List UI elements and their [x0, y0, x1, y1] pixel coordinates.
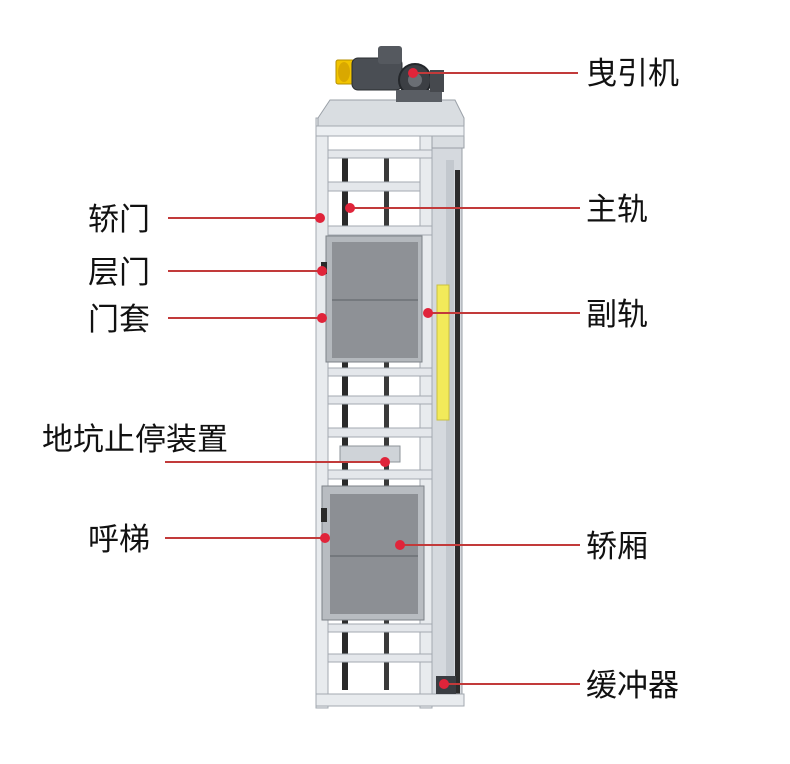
- dot-landing-door: [317, 266, 327, 276]
- crossbar-8: [327, 653, 433, 663]
- label-traction-machine: 曳引机: [586, 56, 679, 92]
- crossbar-5: [327, 427, 433, 438]
- label-aux-rail: 副轨: [586, 297, 648, 333]
- pit-stop-bracket: [339, 445, 401, 463]
- label-call-ladder: 呼梯: [88, 522, 150, 558]
- elevator-illustration: [315, 46, 465, 709]
- dot-call-ladder: [320, 533, 330, 543]
- crossbar-1: [327, 181, 421, 192]
- crossbar-4: [327, 395, 433, 405]
- dot-main-rail: [345, 203, 355, 213]
- dot-traction-machine: [408, 68, 418, 78]
- main-rail-left: [342, 150, 348, 690]
- frame-back-column-inner: [446, 160, 454, 690]
- label-door-frame: 门套: [88, 302, 150, 338]
- dot-pit-stop-device: [380, 457, 390, 467]
- dot-aux-rail: [423, 308, 433, 318]
- top-platform: [317, 99, 465, 149]
- label-car: 轿厢: [586, 529, 648, 565]
- car-panel: [330, 494, 418, 614]
- yellow-strip: [436, 284, 450, 421]
- label-landing-door: 层门: [88, 255, 150, 291]
- marker-dots: [315, 68, 449, 689]
- dot-door-frame: [317, 313, 327, 323]
- crossbar-7: [327, 623, 433, 633]
- crossbar-2: [327, 225, 433, 236]
- label-buffer: 缓冲器: [586, 668, 679, 704]
- top-beam: [315, 125, 465, 137]
- label-main-rail: 主轨: [586, 192, 648, 228]
- leader-lines: [165, 72, 580, 685]
- aux-rail: [455, 170, 460, 695]
- dot-car-door: [315, 213, 325, 223]
- base-beam: [315, 693, 465, 707]
- top-crossbar: [327, 149, 433, 159]
- crossbar-6: [327, 469, 433, 480]
- dot-car: [395, 540, 405, 550]
- main-rail-right: [384, 150, 389, 690]
- crossbar-3: [327, 367, 433, 377]
- label-pit-stop-device: 地坑止停装置: [42, 422, 228, 458]
- traction-machine-icon: [335, 46, 444, 102]
- labels: 曳引机 轿门 主轨 层门 门套 副轨 地坑止停装置 呼梯 轿厢 缓冲器: [42, 56, 679, 704]
- dot-buffer: [439, 679, 449, 689]
- label-car-door: 轿门: [88, 202, 150, 238]
